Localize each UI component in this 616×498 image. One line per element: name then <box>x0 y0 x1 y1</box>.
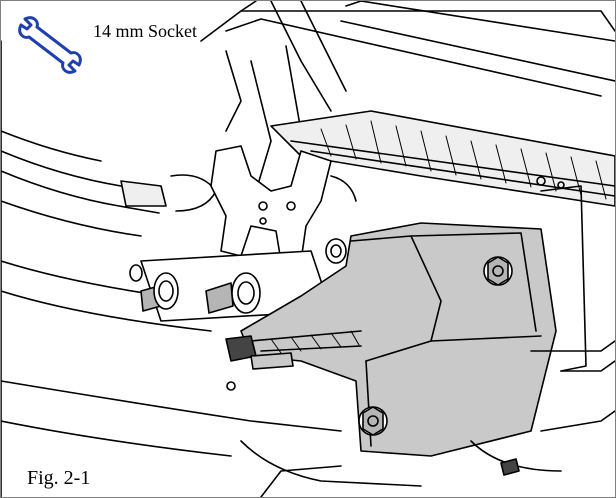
lower-chassis <box>1 40 520 497</box>
studs <box>129 238 347 322</box>
bracket-bolts <box>358 256 513 436</box>
tool-label: 14 mm Socket <box>93 21 197 41</box>
main-bracket <box>225 222 557 457</box>
wrench-icon <box>18 16 82 74</box>
y-bracket <box>210 145 357 262</box>
upper-frame <box>200 1 615 192</box>
figure-label: Fig. 2-1 <box>27 467 91 489</box>
hoses <box>1 130 217 332</box>
